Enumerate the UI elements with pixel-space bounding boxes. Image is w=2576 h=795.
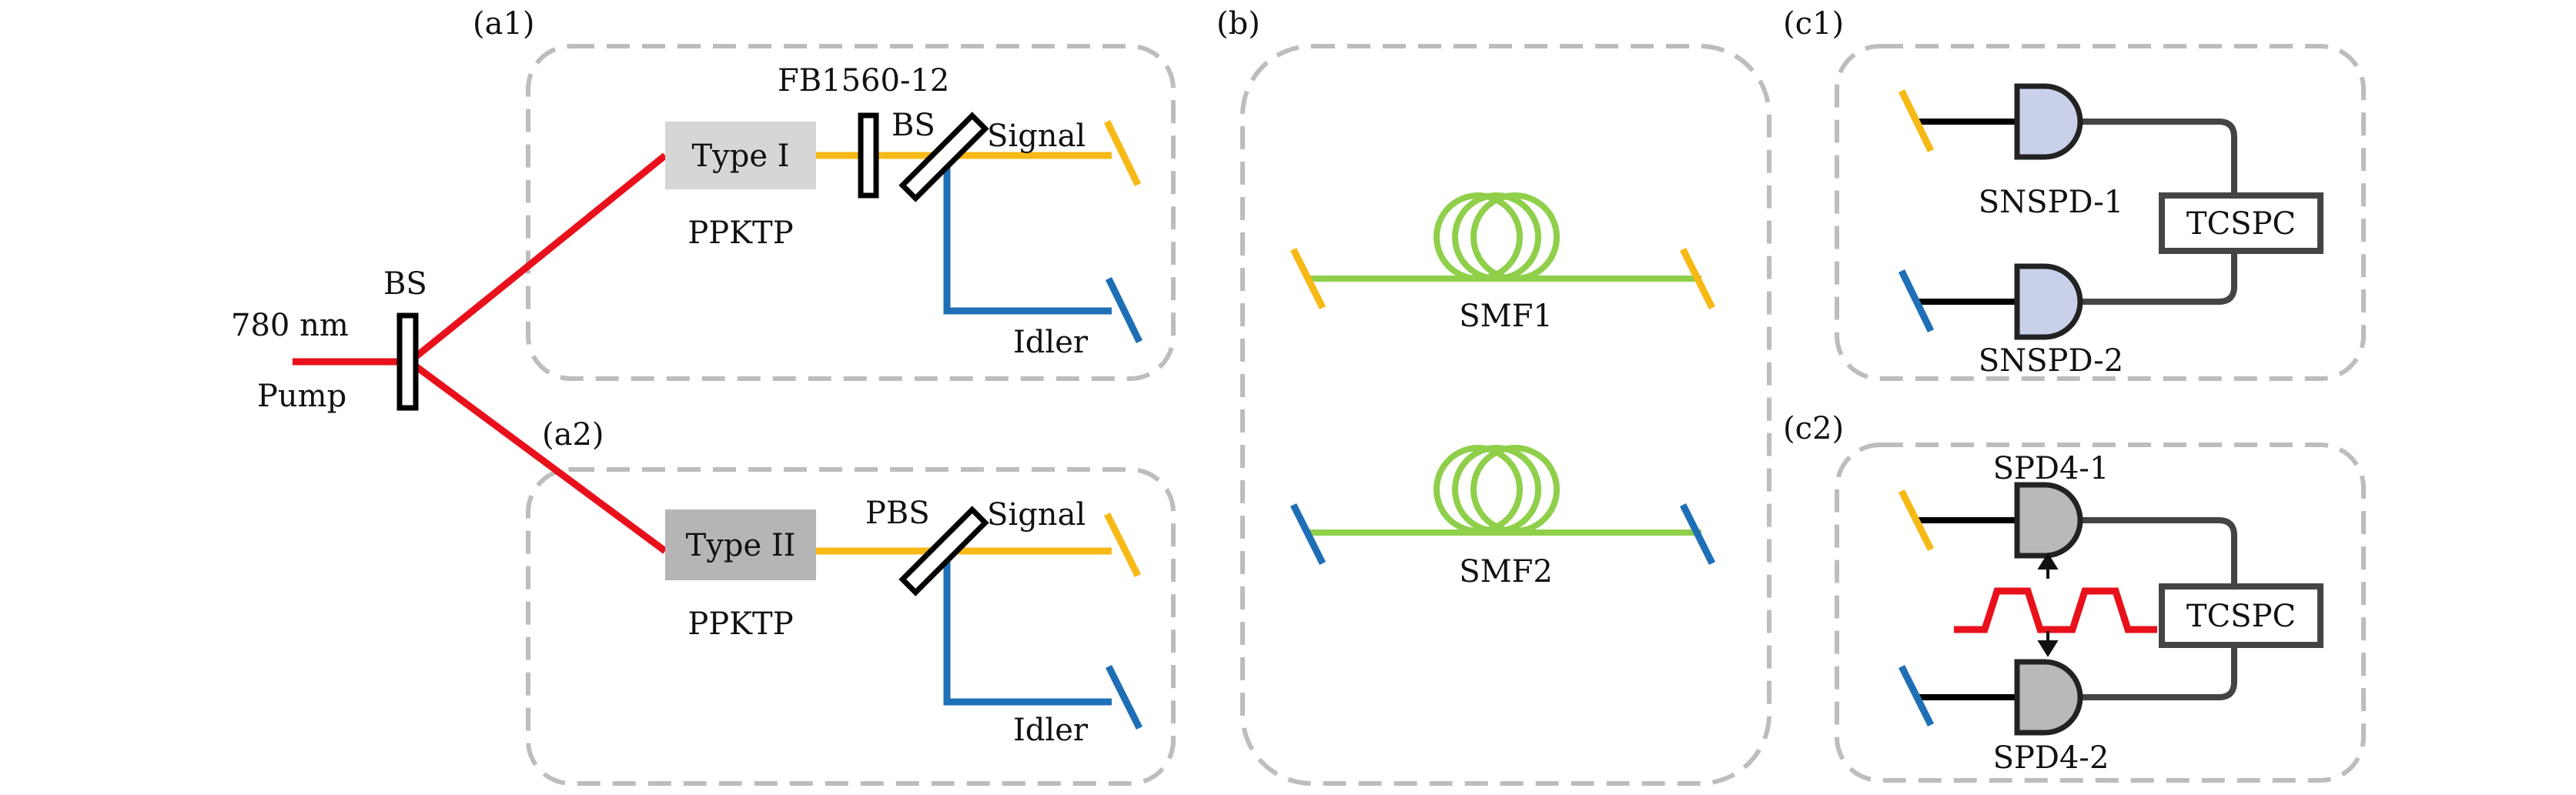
fiber2-output-mirror	[1679, 503, 1716, 566]
a2-signal-mirror	[1103, 512, 1142, 578]
gate-signal-waveform-icon	[1954, 587, 2157, 633]
panel-c1-border	[1835, 44, 2366, 381]
c1-detector2-icon	[2014, 263, 2083, 340]
a1-filter-label: FB1560-12	[778, 63, 949, 99]
pump-wavelength-label: 780 nm	[231, 308, 349, 343]
a2-polarizing-beamsplitter	[898, 506, 989, 596]
c1-tcspc-box	[2159, 192, 2323, 254]
fiber1-coil-icon	[1434, 192, 1560, 282]
a2-idler-label: Idler	[1013, 713, 1089, 748]
a2-crystal-type: Type II	[686, 528, 796, 563]
a2-crystal	[665, 509, 816, 580]
a1-crystal-type: Type I	[691, 139, 789, 174]
panel-label-a1: (a1)	[473, 6, 535, 42]
panel-label-c1: (c1)	[1783, 6, 1844, 42]
a1-bs-label: BS	[892, 108, 935, 143]
a1-idler-label: Idler	[1013, 325, 1089, 360]
c2-tcspc-label: TCSPC	[2186, 599, 2296, 634]
a1-crystal-name: PPKTP	[687, 215, 793, 251]
c1-wiring	[1917, 119, 2237, 305]
a2-pbs-label: PBS	[865, 496, 930, 531]
panel-c2-border	[1835, 443, 2366, 783]
panel-b-border	[1240, 44, 1771, 786]
a2-crystal-name: PPKTP	[687, 606, 793, 642]
a2-idler-mirror	[1105, 664, 1143, 730]
panel-a1-border	[526, 44, 1176, 381]
panel-label-c2: (c2)	[1783, 411, 1844, 446]
c2-signal-mirror	[1898, 489, 1935, 552]
a2-signal-label: Signal	[987, 497, 1086, 533]
c2-detector1-icon	[2014, 482, 2083, 559]
fiber2-input-mirror	[1290, 503, 1326, 566]
c1-detector1-label: SNSPD-1	[1979, 185, 2124, 220]
a1-signal-mirror	[1103, 120, 1142, 186]
c1-signal-mirror	[1898, 89, 1935, 152]
c2-detector2-label: SPD4-2	[1993, 740, 2109, 776]
a1-filter	[858, 112, 879, 199]
gate-arrows-icon	[2037, 553, 2059, 657]
c2-tcspc-box	[2159, 583, 2323, 648]
source-bs-label: BS	[383, 266, 427, 302]
fiber2-coil-icon	[1434, 445, 1560, 534]
a1-signal-label: Signal	[987, 119, 1086, 154]
c1-tcspc-label: TCSPC	[2186, 206, 2296, 242]
fiber2-label: SMF2	[1459, 554, 1553, 590]
fiber1-label: SMF1	[1459, 299, 1553, 334]
c1-detector2-label: SNSPD-2	[1979, 343, 2124, 379]
source-beamsplitter	[396, 312, 419, 411]
pump-label: Pump	[257, 379, 346, 414]
c2-detector1-label: SPD4-1	[1993, 451, 2109, 486]
a1-idler-mirror	[1105, 277, 1143, 343]
fiber1-output-mirror	[1679, 247, 1716, 310]
panel-label-b: (b)	[1216, 6, 1260, 42]
c1-detector1-icon	[2014, 83, 2083, 160]
fiber1-input-mirror	[1290, 247, 1326, 310]
a2-idler-beam	[943, 551, 1112, 706]
c2-wiring	[1917, 517, 2237, 700]
pump-beams	[293, 152, 667, 554]
a1-beamsplitter	[898, 112, 989, 202]
c2-detector2-icon	[2014, 659, 2083, 736]
a1-crystal	[665, 122, 816, 189]
a1-idler-beam	[943, 155, 1112, 315]
c1-idler-mirror	[1898, 269, 1935, 332]
c2-idler-mirror	[1898, 664, 1935, 727]
panel-label-a2: (a2)	[542, 417, 604, 453]
